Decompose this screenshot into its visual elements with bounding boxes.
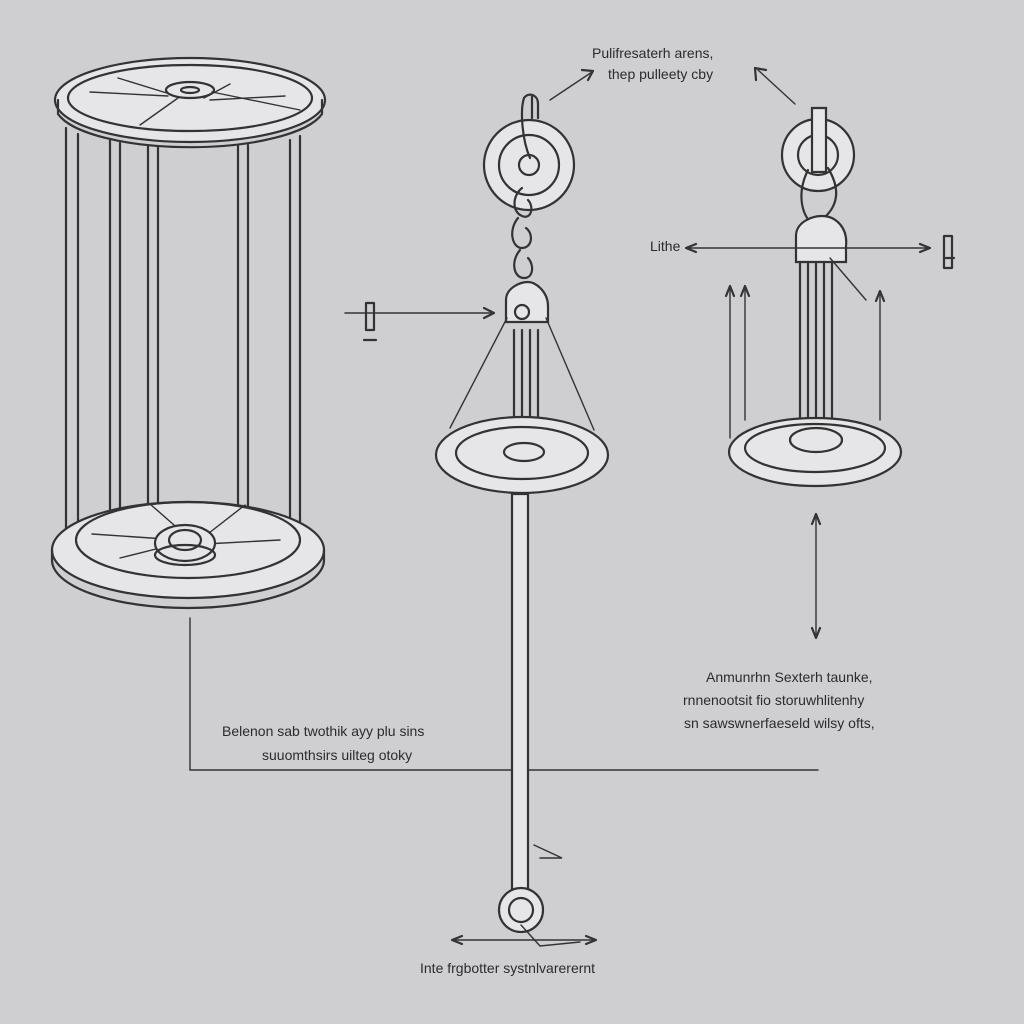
- bottom-callout: Inte frgbotter systnlvarerernt: [420, 960, 596, 976]
- cylinder-cage: [50, 56, 327, 610]
- lithe-arrow: [684, 234, 956, 270]
- top-callout-arrows: [549, 66, 796, 105]
- lithe-label: Lithe: [650, 238, 681, 254]
- left-callout-line1: Belenon sab twothik ayy plu sins: [222, 723, 425, 739]
- left-callout-line2: suuomthsirs uilteg otoky: [262, 747, 413, 763]
- bottom-double-arrow: [450, 934, 598, 946]
- right-callout-line2: rnnenootsit fio storuwhlitenhy: [683, 692, 865, 708]
- left-leader-line: [189, 617, 819, 771]
- left-pointer: [344, 301, 496, 342]
- right-callout-line1: Anmunrhn Sexterh taunke,: [706, 669, 873, 685]
- top-callout-line2: thep pulleety cby: [608, 66, 714, 82]
- right-pulley-assembly: [724, 106, 903, 488]
- right-callout-line3: sn sawswnerfaeseld wilsy ofts,: [684, 715, 875, 731]
- top-callout-line1: Pulifresaterh arens,: [592, 45, 714, 61]
- middle-pulley-assembly: [434, 93, 610, 947]
- right-vertical-arrow: [810, 512, 822, 640]
